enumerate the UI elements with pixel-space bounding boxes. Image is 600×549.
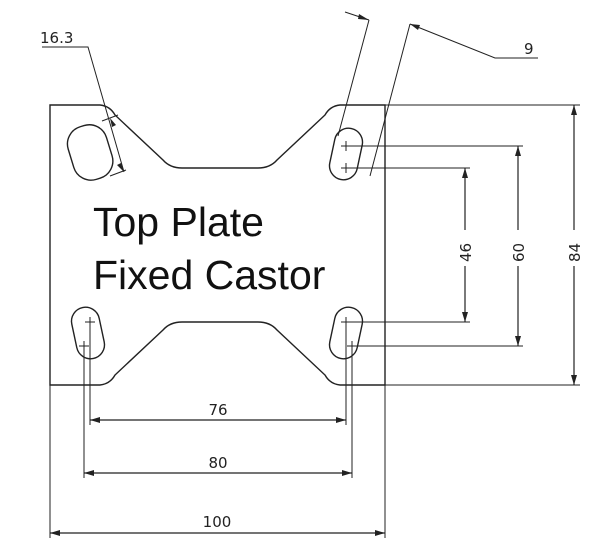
extension-lines-bottom [49, 327, 386, 538]
dimension-46 [458, 168, 472, 322]
slot-bottom-right [328, 306, 364, 360]
dimension-9 [337, 11, 538, 177]
dimension-76 [90, 417, 346, 423]
dimension-16-3-label: 16.3 [40, 29, 73, 47]
slot-bottom-left [70, 306, 106, 360]
diagram-title-line-2: Fixed Castor [93, 252, 325, 298]
dimension-84-label: 84 [566, 243, 584, 262]
diagram-title-line-1: Top Plate [93, 199, 264, 245]
dimension-60-label: 60 [510, 243, 528, 262]
dimension-100-label: 100 [203, 513, 232, 531]
extension-lines-right [351, 104, 580, 386]
dimension-80-label: 80 [208, 454, 227, 472]
hole-centre-marks [79, 141, 357, 351]
dimension-100 [50, 530, 385, 536]
dimension-80 [84, 470, 352, 476]
slot-top-right [328, 127, 364, 181]
dimension-60 [511, 146, 525, 346]
dimension-9-label: 9 [524, 40, 534, 58]
dimension-46-label: 46 [457, 243, 475, 262]
dimension-84 [567, 105, 581, 385]
slot-top-left [66, 124, 114, 181]
dimension-76-label: 76 [208, 401, 227, 419]
plate-outline [49, 104, 386, 386]
dimension-16-3 [42, 46, 127, 177]
